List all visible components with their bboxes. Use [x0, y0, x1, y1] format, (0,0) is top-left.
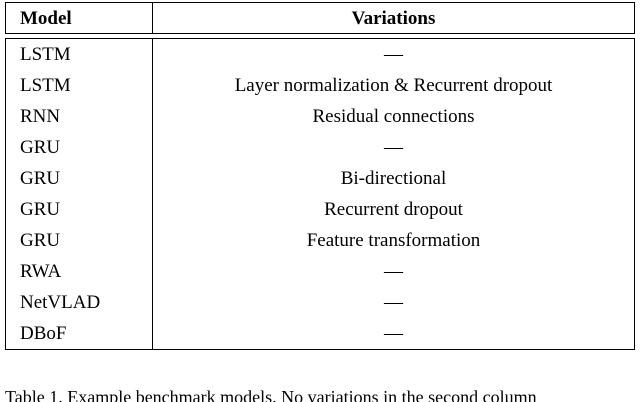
- cell-model: LSTM: [5, 38, 153, 70]
- cell-variation: —: [152, 132, 635, 163]
- double-rule-line: [5, 33, 635, 39]
- cell-variation: Recurrent dropout: [152, 194, 635, 225]
- table-header-row: Model Variations: [5, 2, 635, 34]
- table-row: GRU —: [5, 132, 635, 163]
- cell-model: RNN: [5, 101, 153, 132]
- cell-variation: —: [152, 256, 635, 287]
- cell-model: NetVLAD: [5, 287, 153, 318]
- cell-variation: —: [152, 318, 635, 350]
- table-caption: Table 1. Example benchmark models. No va…: [5, 387, 537, 402]
- column-header-model: Model: [5, 2, 153, 34]
- cell-model: GRU: [5, 163, 153, 194]
- table-header: Model Variations: [5, 2, 635, 39]
- table-row: LSTM Layer normalization & Recurrent dro…: [5, 70, 635, 101]
- cell-model: DBoF: [5, 318, 153, 350]
- table-body: LSTM — LSTM Layer normalization & Recurr…: [5, 38, 635, 350]
- table-row: GRU Bi-directional: [5, 163, 635, 194]
- cell-variation: Bi-directional: [152, 163, 635, 194]
- column-header-variations: Variations: [152, 2, 635, 34]
- table-row: GRU Recurrent dropout: [5, 194, 635, 225]
- cell-model: RWA: [5, 256, 153, 287]
- table-row: NetVLAD —: [5, 287, 635, 318]
- cell-variation: Layer normalization & Recurrent dropout: [152, 70, 635, 101]
- table: Model Variations LSTM — LSTM Layer norma…: [5, 2, 635, 350]
- cell-variation: —: [152, 38, 635, 70]
- cell-variation: Residual connections: [152, 101, 635, 132]
- table-row: GRU Feature transformation: [5, 225, 635, 256]
- cell-model: GRU: [5, 132, 153, 163]
- table-row: RNN Residual connections: [5, 101, 635, 132]
- cell-model: LSTM: [5, 70, 153, 101]
- cell-variation: Feature transformation: [152, 225, 635, 256]
- table-row: RWA —: [5, 256, 635, 287]
- table-row: LSTM —: [5, 38, 635, 70]
- header-double-rule: [5, 33, 635, 39]
- table-row: DBoF —: [5, 318, 635, 350]
- cell-variation: —: [152, 287, 635, 318]
- cell-model: GRU: [5, 194, 153, 225]
- cell-model: GRU: [5, 225, 153, 256]
- models-variations-table: Model Variations LSTM — LSTM Layer norma…: [5, 2, 635, 350]
